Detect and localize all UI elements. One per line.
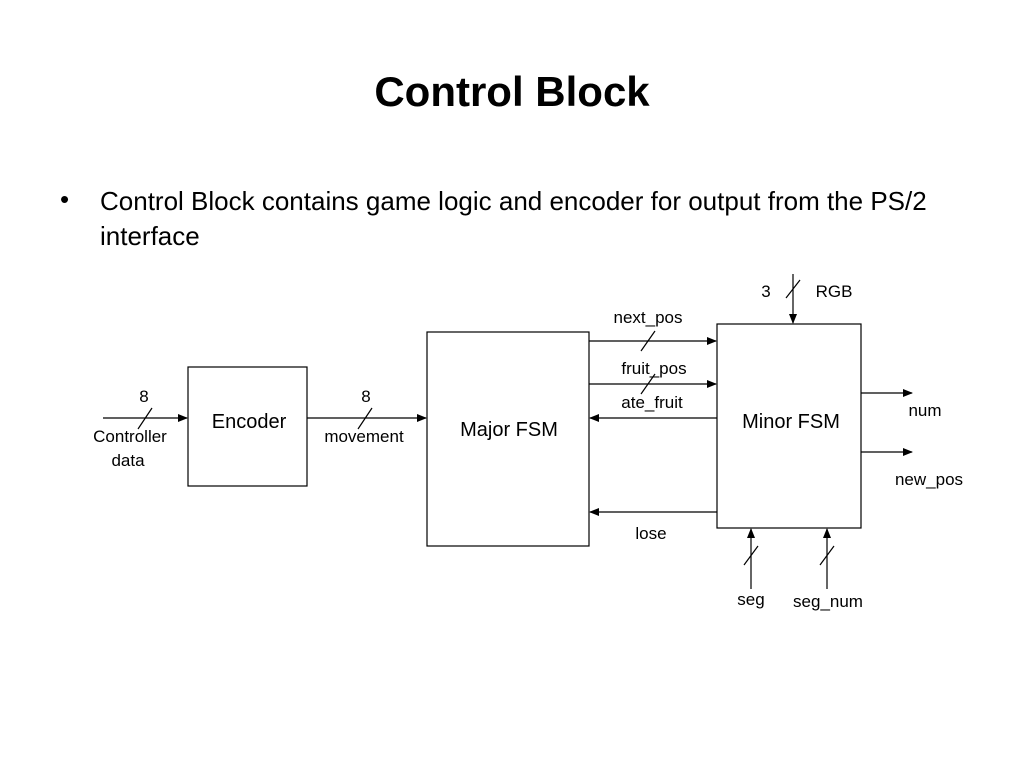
rgb-bus-slash — [785, 279, 801, 299]
controller-data-bus-slash — [137, 407, 153, 430]
fruit-pos-label: fruit_pos — [621, 359, 686, 378]
controller-data-label-line2: data — [111, 451, 145, 470]
seg-num-label: seg_num — [793, 592, 863, 611]
major-fsm-label: Major FSM — [460, 419, 558, 441]
page-title: Control Block — [374, 68, 650, 115]
encoder-block — [187, 366, 308, 487]
minor-fsm-block — [716, 323, 862, 529]
bullet-text: Control Block contains game logic and en… — [100, 186, 927, 251]
seg-num-bus-slash — [819, 545, 835, 566]
fruit-pos-bus-slash — [640, 373, 656, 395]
bullet-dot-icon: • — [60, 184, 70, 214]
new-pos-label: new_pos — [895, 470, 963, 489]
rgb-width: 3 — [761, 282, 770, 301]
seg-label: seg — [737, 590, 764, 609]
major-fsm-block — [426, 331, 590, 547]
next-pos-bus-slash — [640, 330, 656, 352]
movement-width: 8 — [361, 387, 370, 406]
movement-label: movement — [324, 427, 404, 446]
ate-fruit-label: ate_fruit — [621, 393, 683, 412]
next-pos-label: next_pos — [614, 308, 683, 327]
controller-data-label-line1: Controller — [93, 427, 167, 446]
minor-fsm-label: Minor FSM — [742, 411, 840, 433]
movement-bus-slash — [357, 407, 373, 430]
seg-bus-slash — [743, 545, 759, 566]
rgb-label: RGB — [816, 282, 853, 301]
lose-label: lose — [635, 524, 666, 543]
controller-data-width: 8 — [139, 387, 148, 406]
encoder-label: Encoder — [212, 411, 287, 433]
num-label: num — [908, 401, 941, 420]
